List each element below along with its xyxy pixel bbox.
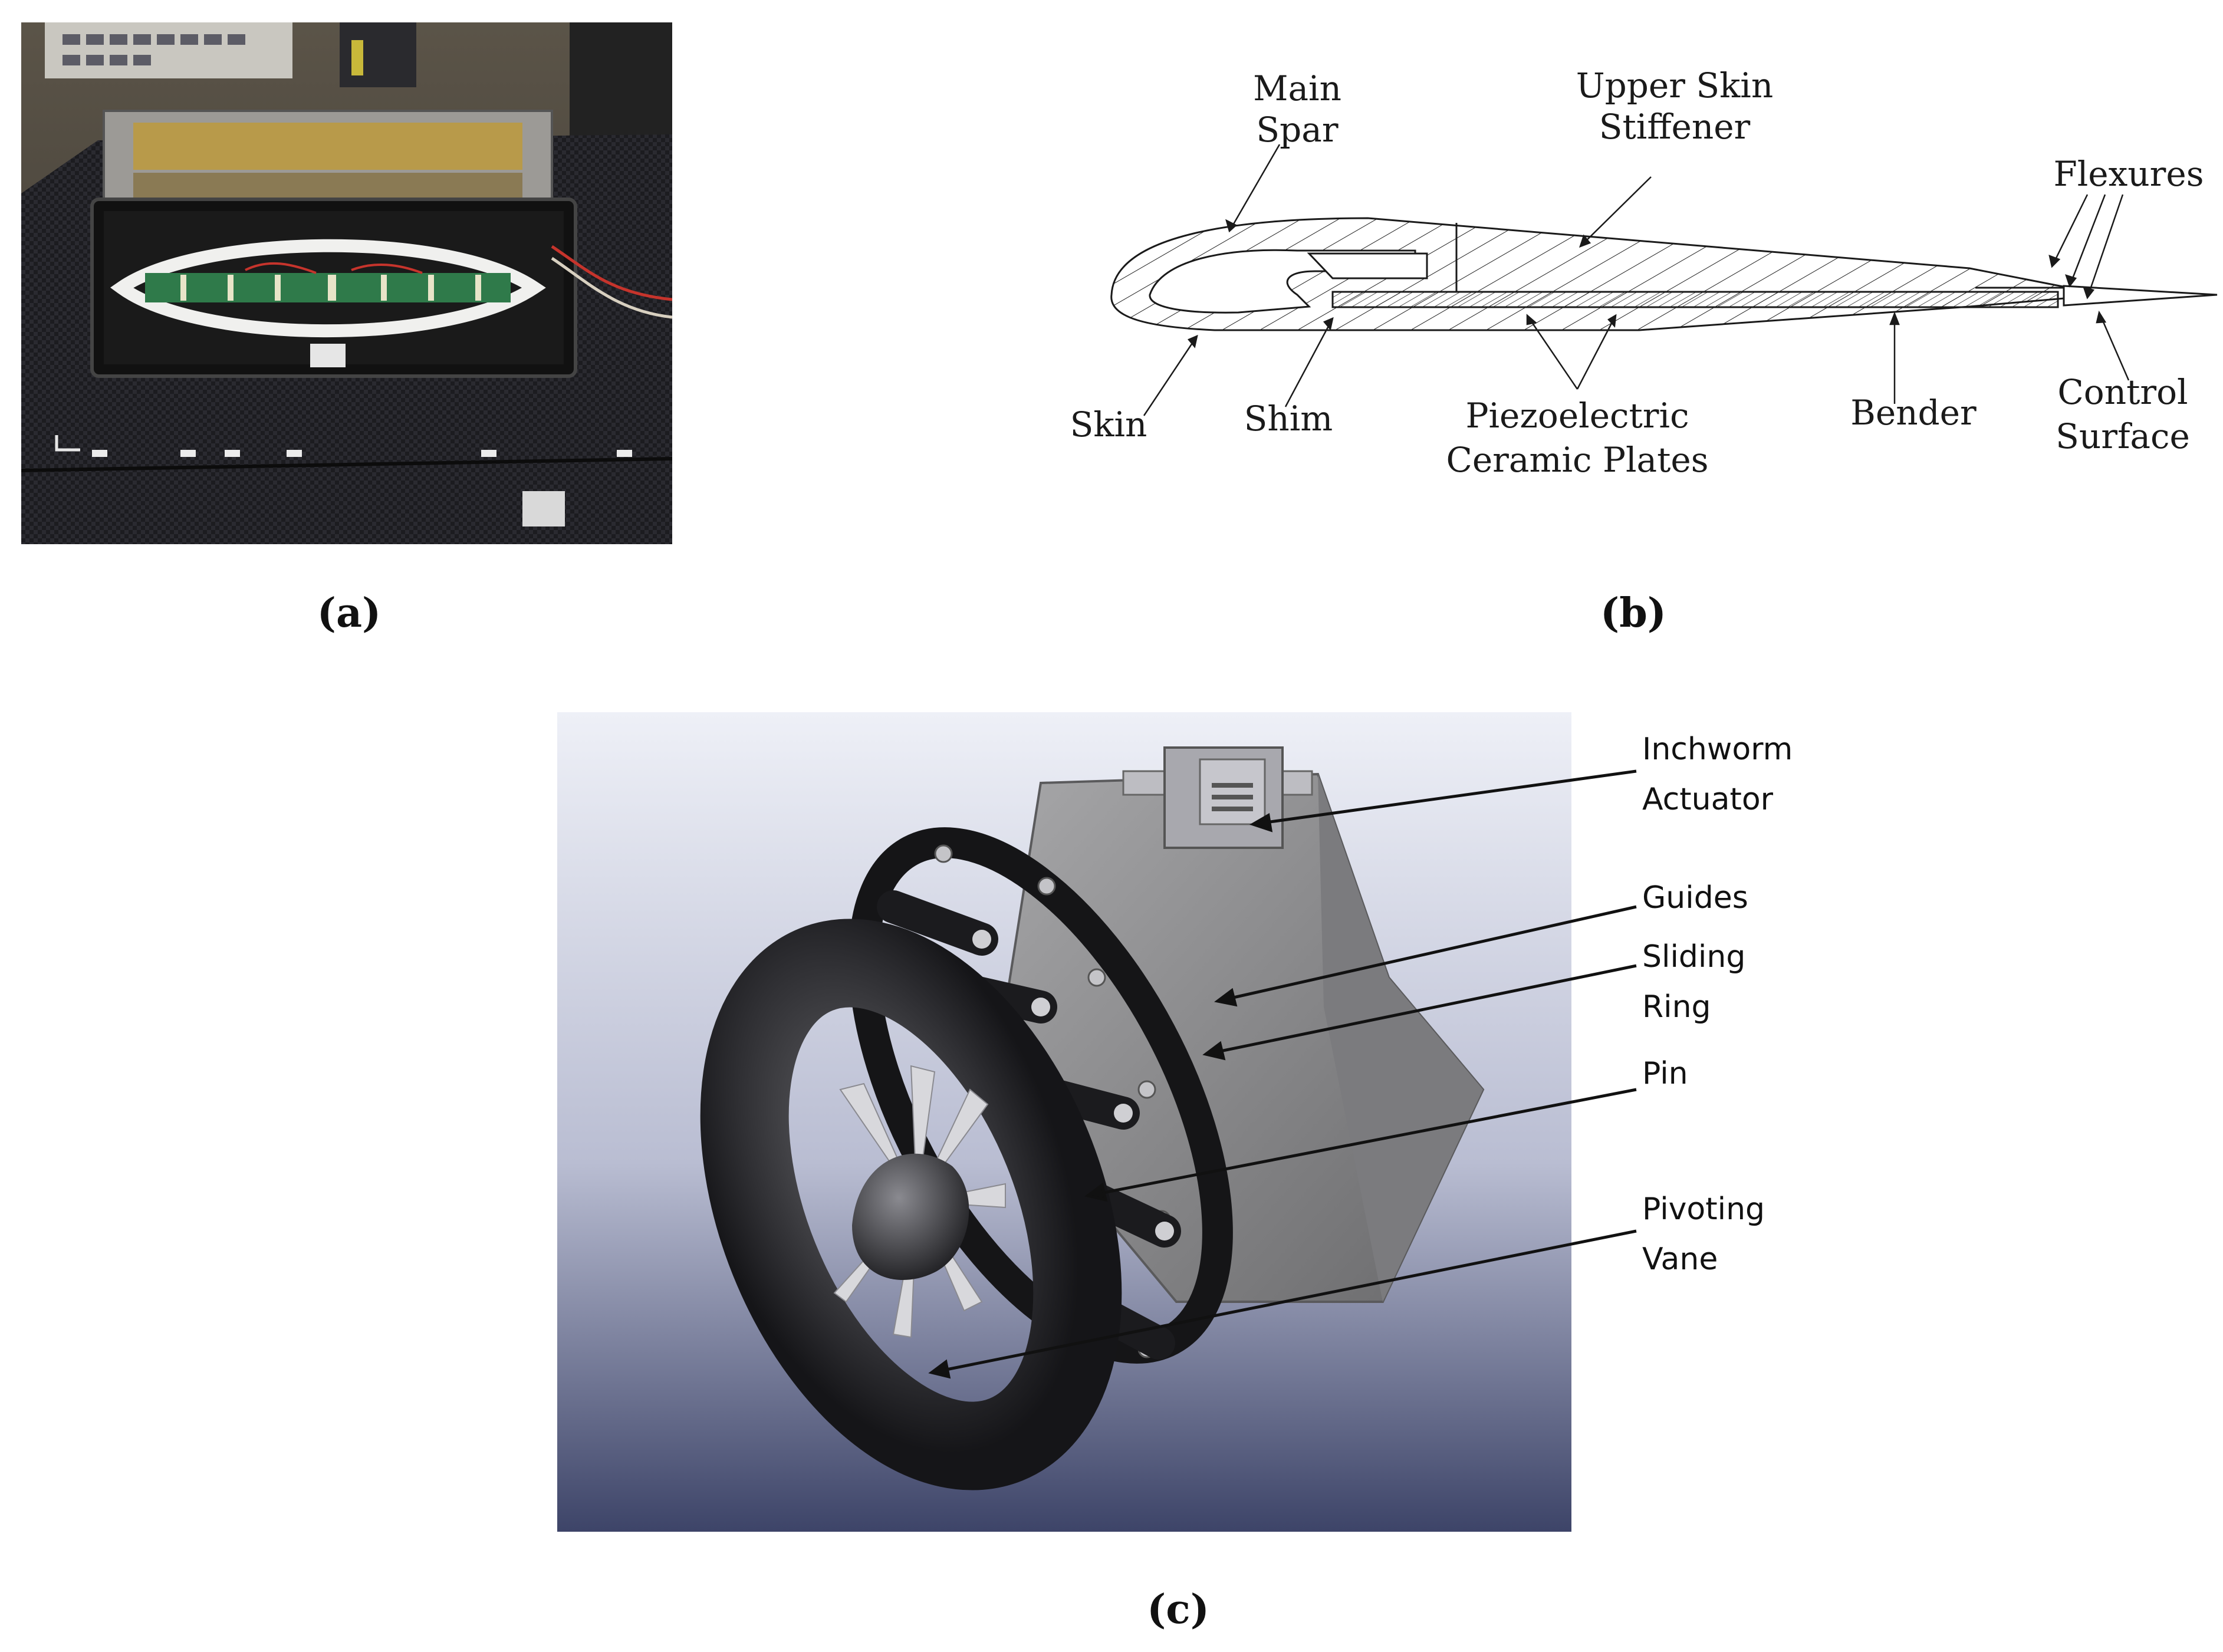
label-pivoting-2: Vane xyxy=(1642,1242,1718,1277)
label-guides: Guides xyxy=(1642,880,1748,916)
label-control-1: Control xyxy=(2057,372,2188,412)
duct xyxy=(700,919,1122,1490)
bender-plate xyxy=(1331,291,2059,308)
spinner-cone xyxy=(852,1153,969,1281)
label-pin: Pin xyxy=(1642,1056,1688,1091)
inchworm-actuator xyxy=(1122,746,1313,849)
label-flexures: Flexures xyxy=(2054,154,2204,194)
label-upper-skin-2: Stiffener xyxy=(1599,107,1751,147)
label-inchworm-2: Actuator xyxy=(1642,782,1774,817)
panel-b-caption: (b) xyxy=(1600,590,1666,637)
label-sliding-1: Sliding xyxy=(1642,939,1745,975)
lab-instrument xyxy=(45,22,292,78)
label-sliding-2: Ring xyxy=(1642,989,1711,1025)
label-shim: Shim xyxy=(1244,399,1333,439)
actuator-frame xyxy=(110,239,546,338)
control-surface xyxy=(2063,285,2218,307)
label-piezo-1: Piezoelectric xyxy=(1465,396,1689,436)
label-bender: Bender xyxy=(1850,393,1977,433)
label-skin: Skin xyxy=(1070,404,1147,445)
label-pivoting-1: Pivoting xyxy=(1642,1192,1765,1227)
label-inchworm-1: Inchworm xyxy=(1642,732,1793,767)
panel-b-diagram: Main Spar Upper Skin Stiffener Flexures … xyxy=(1070,65,2218,480)
label-control-2: Surface xyxy=(2056,416,2190,456)
panel-c-caption: (c) xyxy=(1147,1586,1209,1633)
label-main-spar-1: Main xyxy=(1253,68,1341,108)
label-main-spar-2: Spar xyxy=(1256,110,1338,150)
label-upper-skin-1: Upper Skin xyxy=(1576,65,1773,106)
panel-a-caption: (a) xyxy=(317,590,382,637)
label-piezo-2: Ceramic Plates xyxy=(1446,440,1708,480)
panel-a-photo xyxy=(21,22,672,544)
panel-c-render: Inchworm Actuator Guides Sliding Ring Pi… xyxy=(557,712,1793,1532)
